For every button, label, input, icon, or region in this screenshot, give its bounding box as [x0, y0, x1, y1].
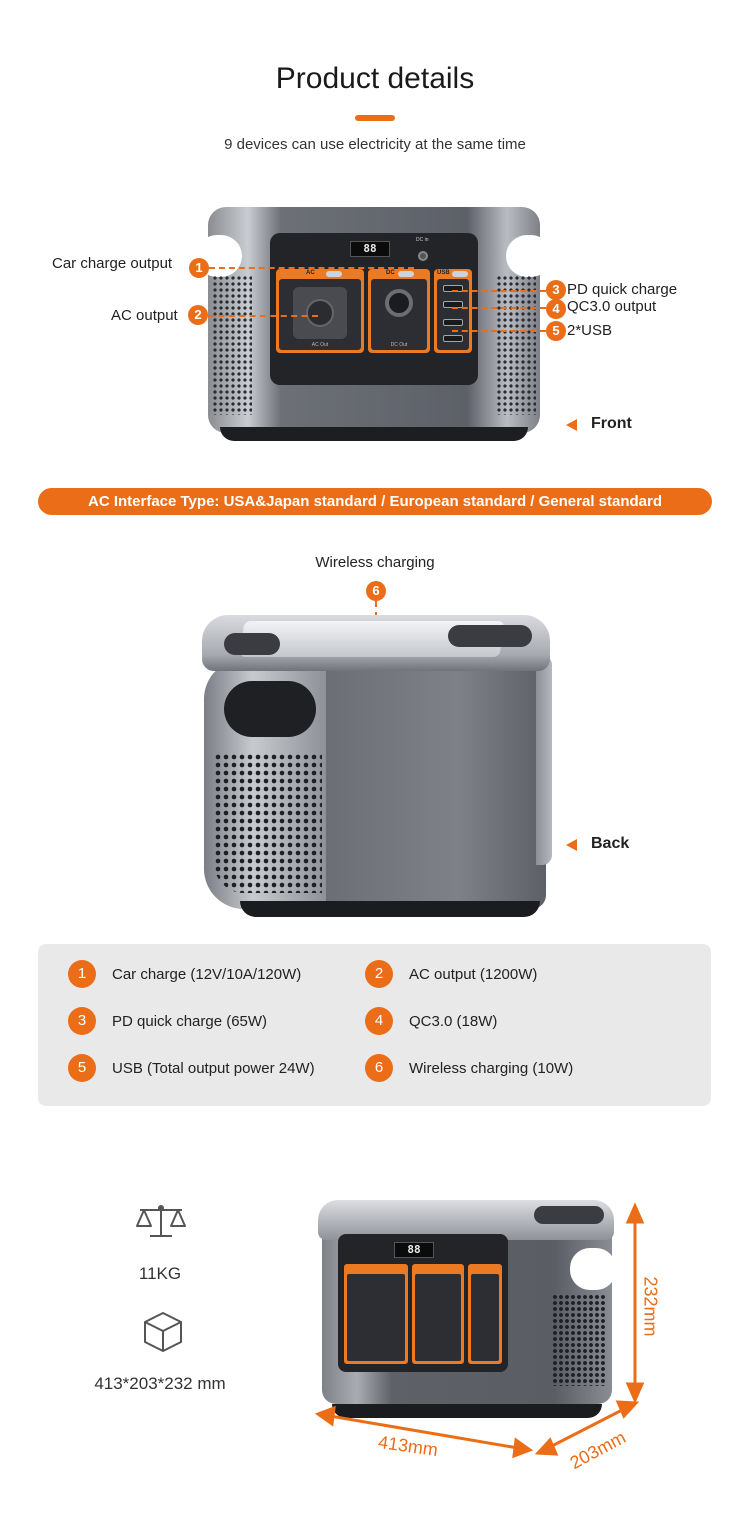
right-handle: [506, 235, 552, 277]
spec-item-6: 6 Wireless charging (10W): [365, 1054, 573, 1082]
usb-module: [468, 1264, 502, 1364]
spec-item-4: 4 QC3.0 (18W): [365, 1007, 497, 1035]
callout-number-3: 3: [546, 280, 566, 300]
side-grill: [214, 753, 322, 893]
top-handle: [534, 1206, 604, 1224]
dc-in-port: [418, 251, 428, 261]
callout-line-1: [209, 267, 414, 269]
side-handle: [224, 681, 316, 737]
scale-icon: [134, 1204, 188, 1245]
device-side: [204, 659, 326, 909]
spec-number: 2: [365, 960, 393, 988]
box-icon: [142, 1310, 184, 1359]
spec-item-2: 2 AC output (1200W): [365, 960, 537, 988]
callout-label-ac-output: AC output: [111, 307, 178, 324]
page-subtitle: 9 devices can use electricity at the sam…: [224, 136, 526, 153]
spec-text: PD quick charge (65W): [112, 1012, 268, 1030]
car-charge-port: [385, 289, 413, 317]
usb-a-port-1: [443, 319, 463, 326]
dimension-device-image: 88: [318, 1200, 616, 1418]
spec-number: 6: [365, 1054, 393, 1082]
device-top: [202, 615, 550, 671]
callout-label-wireless: Wireless charging: [315, 554, 435, 571]
device-top: [318, 1200, 614, 1240]
back-view-label: Back: [591, 835, 630, 852]
callout-number-2: 2: [188, 305, 208, 325]
weight-value: 11KG: [138, 1264, 182, 1283]
front-panel: 88 DC in AC AC Out DC DC Out USB: [270, 233, 478, 385]
side-grill: [552, 1294, 606, 1386]
front-panel: 88: [338, 1234, 508, 1372]
spec-number: 5: [68, 1054, 96, 1082]
title-underline: [355, 115, 395, 121]
spec-text: Wireless charging (10W): [409, 1059, 574, 1077]
usb-toggle: [452, 271, 468, 277]
device-foot: [332, 1404, 602, 1418]
callout-number-6: 6: [366, 581, 386, 601]
spec-number: 1: [68, 960, 96, 988]
device-foot: [240, 901, 540, 917]
spec-number: 4: [365, 1007, 393, 1035]
ac-module-tag: AC: [306, 270, 315, 276]
callout-number-5: 5: [546, 321, 566, 341]
dc-in-label: DC in: [416, 237, 429, 243]
usb-module-tag: USB: [437, 270, 450, 276]
callout-label-car-charge: Car charge output: [52, 255, 173, 272]
ac-toggle: [326, 271, 342, 277]
page-title: Product details: [275, 62, 475, 95]
callout-number-4: 4: [546, 299, 566, 319]
size-value: 413*203*232 mm: [94, 1374, 226, 1393]
device-base: [220, 427, 528, 441]
height-label: 232mm: [640, 1276, 661, 1337]
dc-toggle: [398, 271, 414, 277]
dc-module: [412, 1264, 464, 1364]
callout-label-qc3: QC3.0 output: [567, 298, 657, 315]
callout-line-2: [208, 315, 318, 317]
device-edge: [536, 655, 552, 865]
callout-line-3: [452, 290, 546, 292]
top-handle-left: [224, 633, 280, 655]
left-grill: [212, 275, 252, 415]
spec-item-5: 5 USB (Total output power 24W): [68, 1054, 315, 1082]
right-grill: [496, 275, 536, 415]
dc-module: DC DC Out: [368, 269, 430, 353]
callout-label-usb: 2*USB: [567, 322, 613, 339]
spec-text: QC3.0 (18W): [409, 1012, 498, 1030]
spec-item-3: 3 PD quick charge (65W): [68, 1007, 267, 1035]
right-handle: [570, 1248, 616, 1290]
dc-module-tag: DC: [386, 270, 395, 276]
back-view-image: [200, 615, 552, 917]
callout-line-5: [452, 330, 546, 332]
spec-number: 3: [68, 1007, 96, 1035]
callout-label-pd-charge: PD quick charge: [567, 281, 678, 298]
device-back-face: [324, 663, 546, 909]
top-handle-right: [448, 625, 532, 647]
back-arrow-icon: [566, 839, 577, 851]
lcd-display: 88: [350, 241, 390, 257]
ac-socket: [293, 287, 347, 339]
dc-out-label: DC Out: [390, 342, 408, 348]
front-view-image: 88 DC in AC AC Out DC DC Out USB: [196, 205, 552, 441]
spec-text: Car charge (12V/10A/120W): [112, 965, 302, 983]
ac-interface-banner: AC Interface Type: USA&Japan standard / …: [38, 488, 712, 515]
front-arrow-icon: [566, 419, 577, 431]
ac-out-label: AC Out: [311, 342, 329, 348]
callout-line-4: [452, 307, 546, 309]
spec-text: USB (Total output power 24W): [112, 1059, 315, 1077]
spec-panel: 1 Car charge (12V/10A/120W) 2 AC output …: [38, 944, 711, 1106]
usb-module: USB: [434, 269, 472, 353]
lcd-display: 88: [394, 1242, 434, 1258]
ac-module: [344, 1264, 408, 1364]
ac-module: AC AC Out: [276, 269, 364, 353]
usb-a-port-2: [443, 335, 463, 342]
spec-item-1: 1 Car charge (12V/10A/120W): [68, 960, 301, 988]
callout-number-1: 1: [189, 258, 209, 278]
dimension-arrows: [314, 1202, 645, 1459]
front-view-label: Front: [591, 415, 632, 432]
spec-text: AC output (1200W): [409, 965, 538, 983]
